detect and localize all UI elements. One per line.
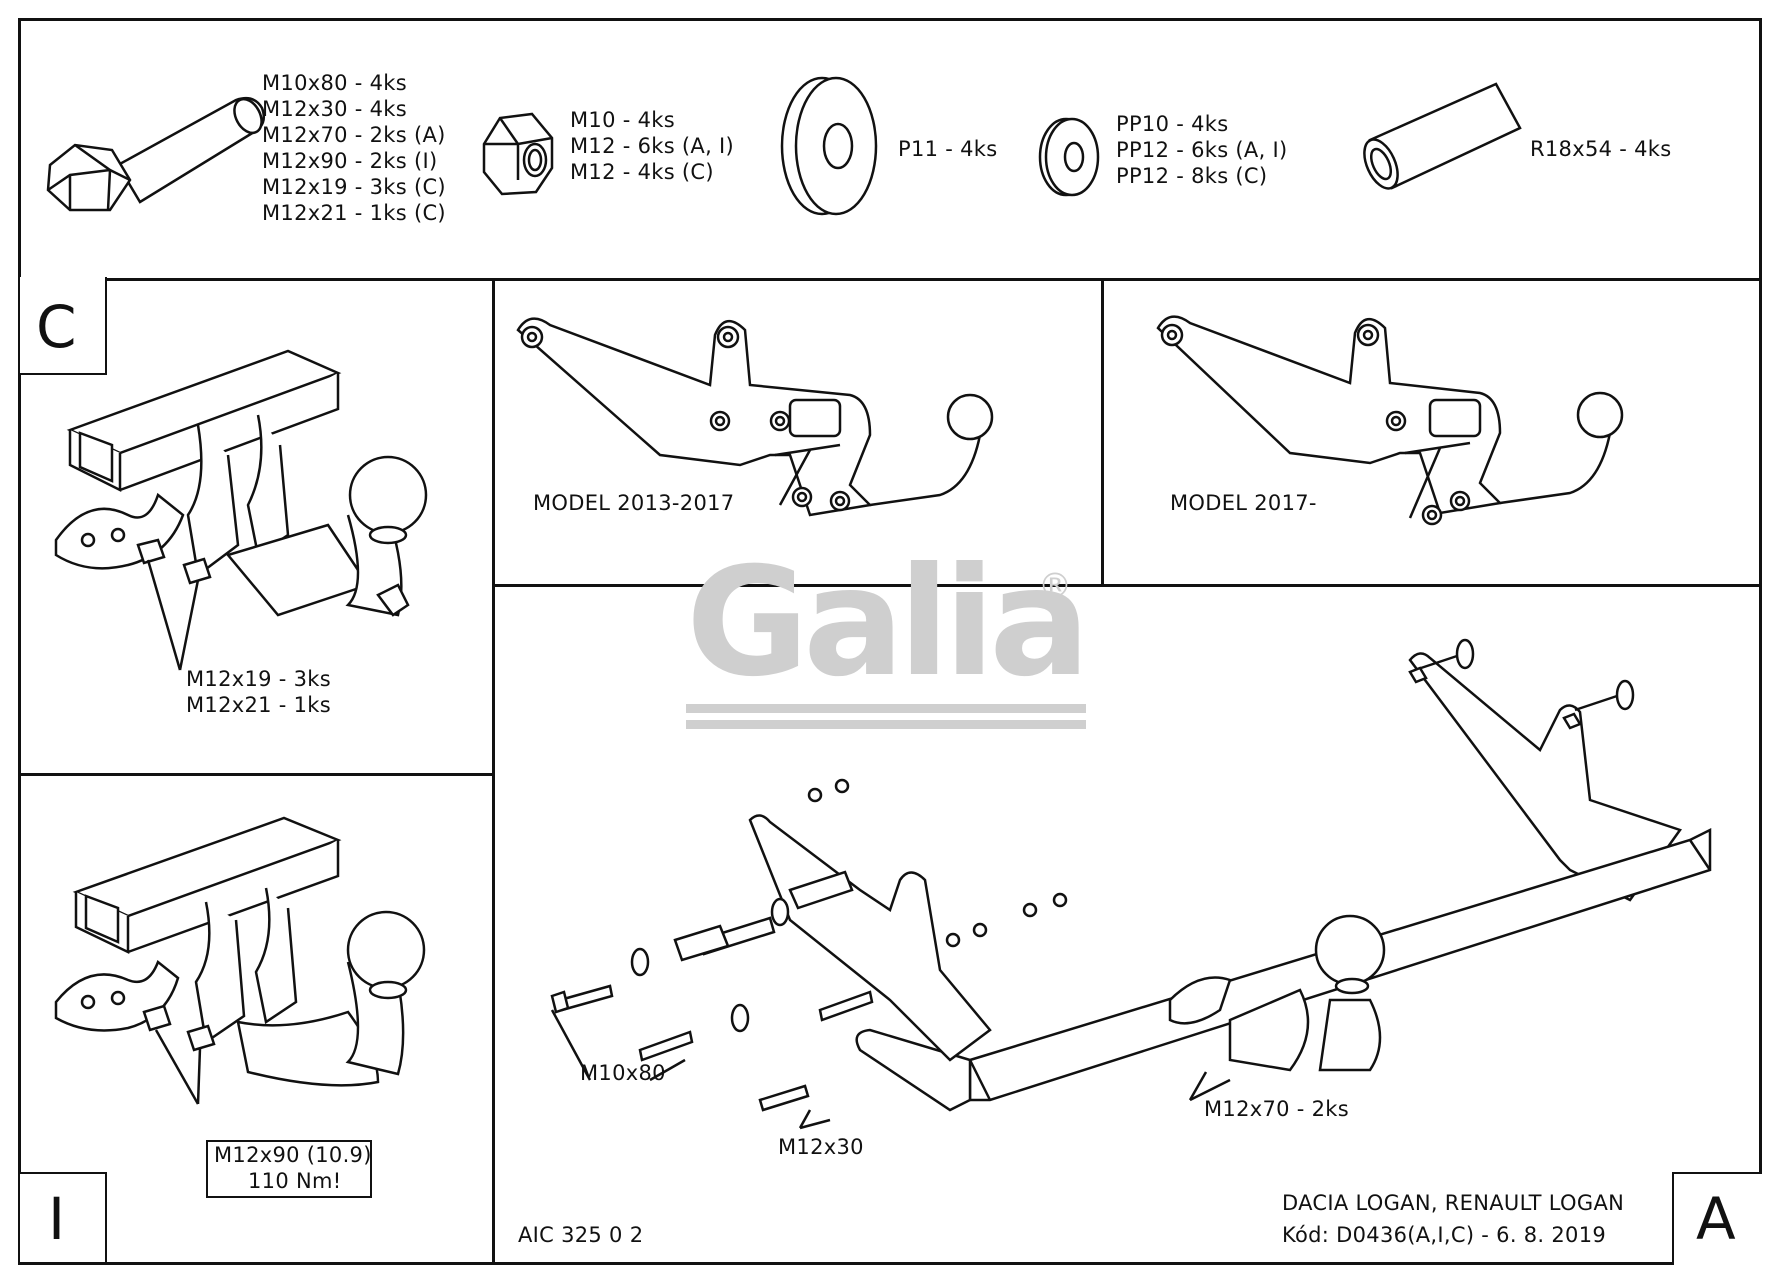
bracket-model-2013-2017-illustration xyxy=(510,305,1070,545)
registered-mark: ® xyxy=(1038,566,1072,606)
callout-m10x80: M10x80 xyxy=(580,1061,666,1085)
bolt-icon xyxy=(40,70,280,240)
bracket-model-2017-illustration xyxy=(1150,303,1710,543)
washer-spec-1: PP12 - 6ks (A, I) xyxy=(1116,138,1288,162)
callout-m12x70: M12x70 - 2ks xyxy=(1204,1097,1349,1121)
detachable-towbar-illustration xyxy=(48,345,468,685)
panel-c-bolt-label-0: M12x19 - 3ks xyxy=(186,667,331,691)
panel-a-letter-box xyxy=(1672,1172,1762,1265)
bolt-spec-0: M10x80 - 4ks xyxy=(262,71,407,95)
panel-c-letter: C xyxy=(36,293,77,361)
divider-left-column xyxy=(492,278,495,1262)
watermark-bar-bottom xyxy=(686,720,1086,729)
divider-models xyxy=(493,584,1759,587)
drawing-sheet xyxy=(18,18,1762,1265)
panel-i-bolt-label: M12x90 (10.9) xyxy=(214,1143,372,1167)
nut-spec-1: M12 - 6ks (A, I) xyxy=(570,134,735,158)
washer-icon xyxy=(1034,112,1104,202)
panel-a-letter: A xyxy=(1696,1185,1736,1253)
model-2013-2017-label: MODEL 2013-2017 xyxy=(533,491,735,515)
callout-m12x30: M12x30 xyxy=(778,1135,864,1159)
divider-top xyxy=(21,278,1759,281)
nut-spec-2: M12 - 4ks (C) xyxy=(570,160,714,184)
large-washer-spec: P11 - 4ks xyxy=(898,137,998,161)
watermark-bar-top xyxy=(686,704,1086,713)
towbar-assembly-illustration xyxy=(530,640,1710,1160)
bolt-spec-3: M12x90 - 2ks (I) xyxy=(262,149,438,173)
galia-watermark-logo: Galia ® xyxy=(686,536,1090,738)
washer-spec-2: PP12 - 8ks (C) xyxy=(1116,164,1268,188)
bolt-spec-2: M12x70 - 2ks (A) xyxy=(262,123,446,147)
nut-spec-0: M10 - 4ks xyxy=(570,108,675,132)
model-2017-label: MODEL 2017- xyxy=(1170,491,1317,515)
vehicle-name: DACIA LOGAN, RENAULT LOGAN xyxy=(1282,1191,1625,1215)
panel-i-letter: I xyxy=(48,1185,66,1253)
divider-left-middle xyxy=(21,773,493,776)
product-code-date: Kód: D0436(A,I,C) - 6. 8. 2019 xyxy=(1282,1223,1607,1247)
washer-spec-0: PP10 - 4ks xyxy=(1116,112,1229,136)
panel-i-letter-box xyxy=(20,1172,107,1262)
nut-icon xyxy=(478,108,558,198)
panel-i-torque-label: 110 Nm! xyxy=(248,1169,342,1193)
divider-model-columns xyxy=(1101,278,1104,585)
torque-callout-box xyxy=(206,1140,372,1198)
large-washer-icon xyxy=(770,70,890,220)
bolt-spec-4: M12x19 - 3ks (C) xyxy=(262,175,446,199)
spacer-spec: R18x54 - 4ks xyxy=(1530,137,1672,161)
spacer-tube-icon xyxy=(1360,78,1530,198)
bolt-spec-5: M12x21 - 1ks (C) xyxy=(262,201,446,225)
panel-c-bolt-label-1: M12x21 - 1ks xyxy=(186,693,331,717)
bolt-spec-1: M12x30 - 4ks xyxy=(262,97,407,121)
fixed-towbar-illustration xyxy=(48,812,468,1142)
drawing-code: AIC 325 0 2 xyxy=(518,1223,644,1247)
watermark-brand: Galia xyxy=(686,536,1090,710)
panel-c-letter-box xyxy=(20,277,107,375)
